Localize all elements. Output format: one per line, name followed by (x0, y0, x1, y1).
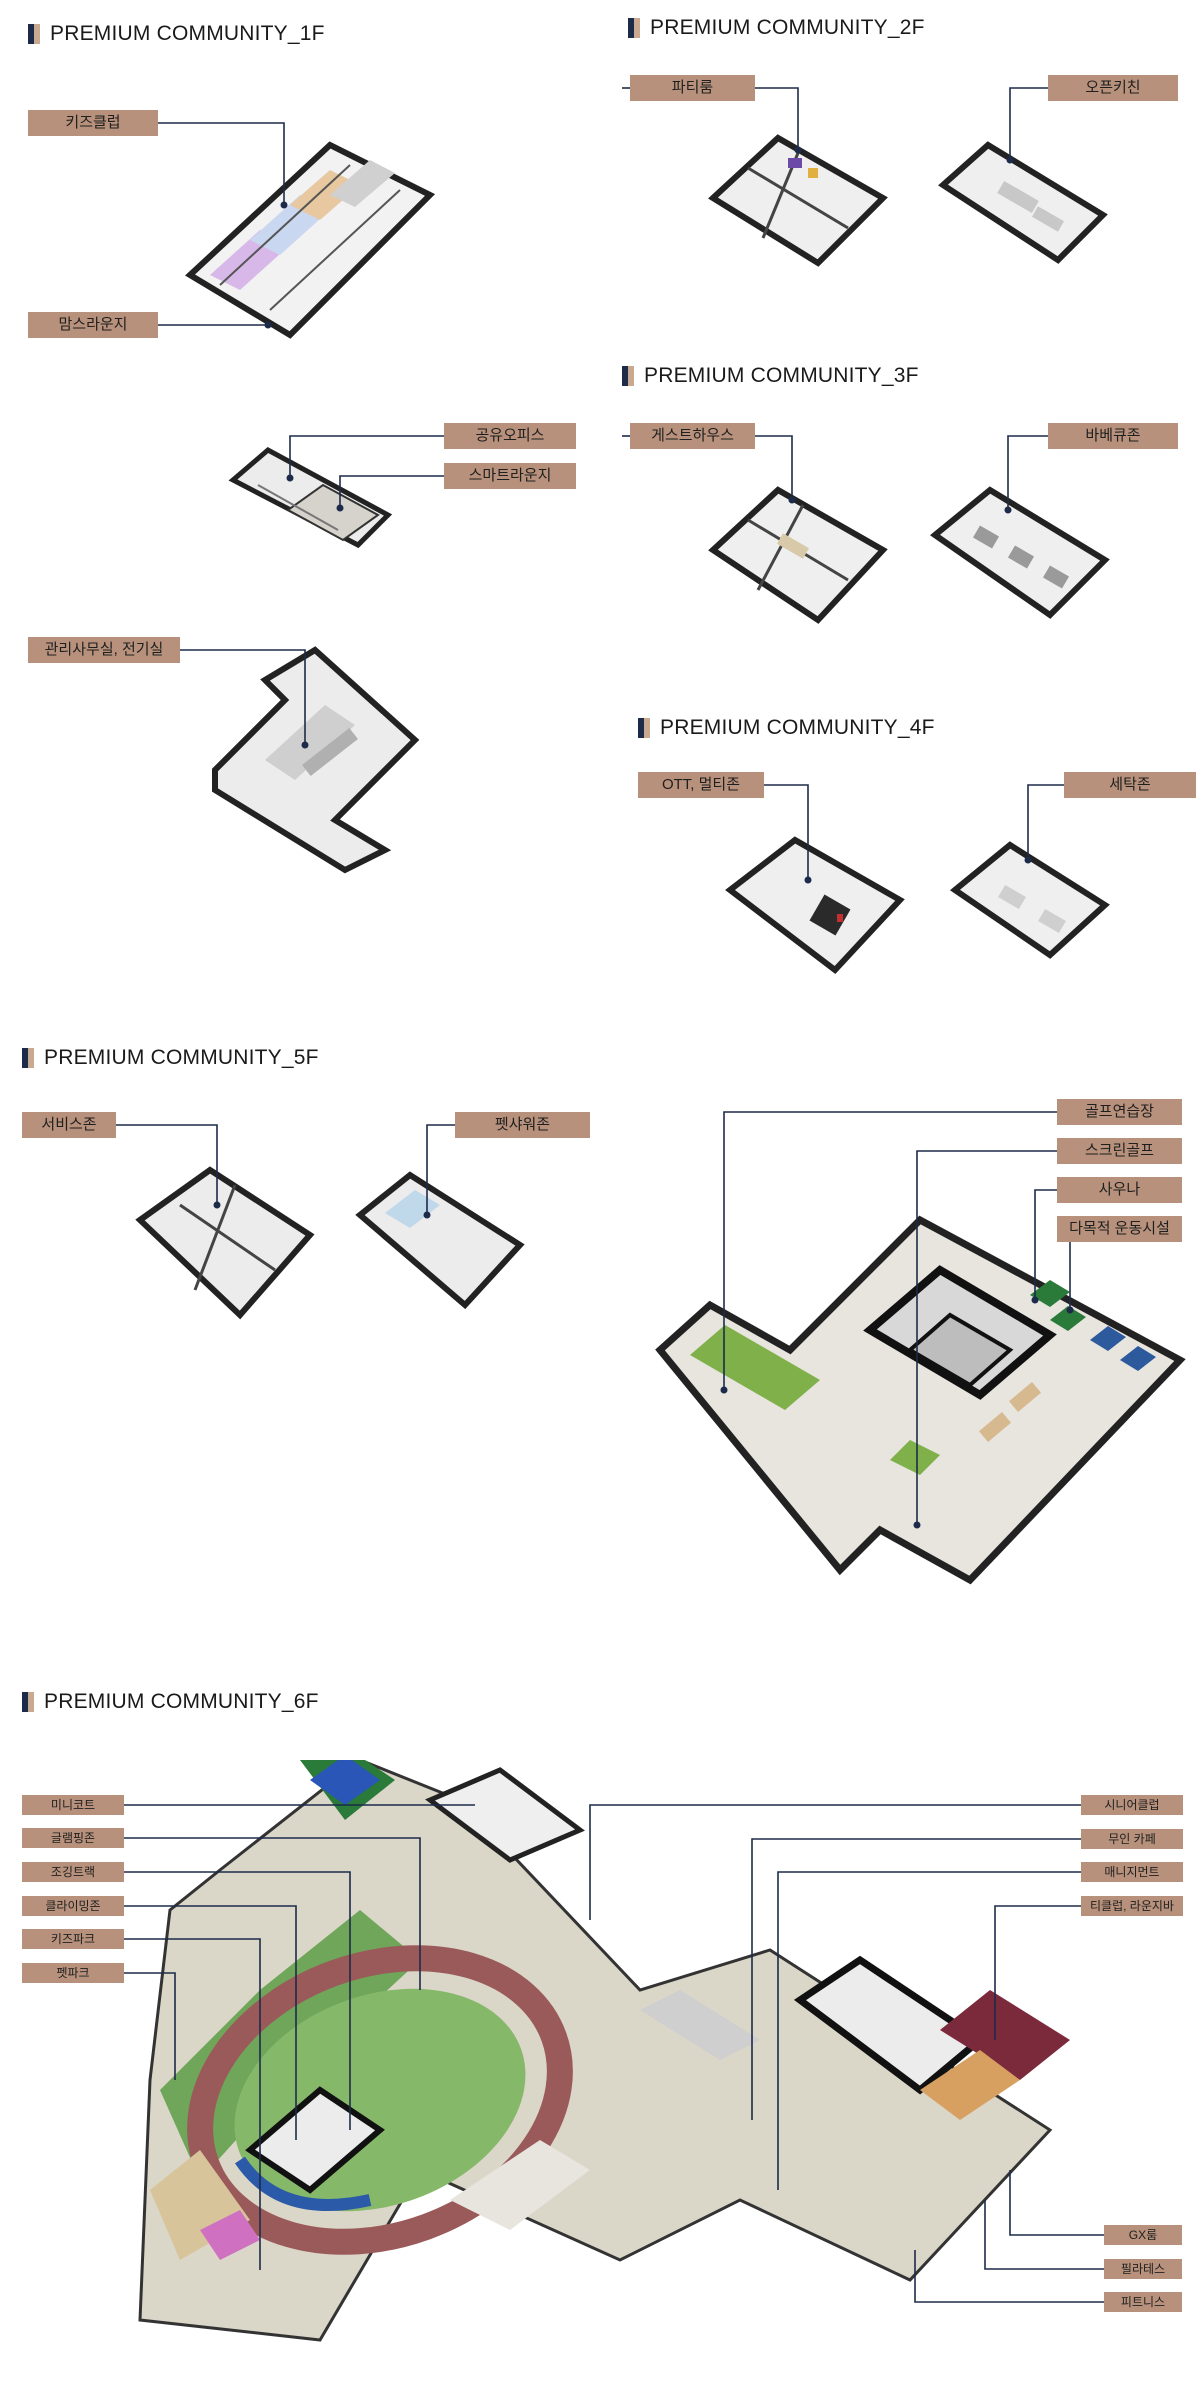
section-title-1f: PREMIUM COMMUNITY_1F (28, 22, 325, 46)
title-marker-icon (638, 718, 650, 738)
section-title-5f: PREMIUM COMMUNITY_5F (22, 1046, 319, 1070)
label-management: 매니지먼트 (1081, 1862, 1183, 1882)
label-shared-office: 공유오피스 (444, 423, 576, 449)
floor-plan-4f-laundry (950, 841, 1110, 959)
floor-plan-1f-kids (185, 141, 436, 339)
label-glamping-zone: 글램핑존 (22, 1828, 124, 1848)
label-climbing-zone: 클라이밍존 (22, 1896, 124, 1916)
floor-plan-2f-partyroom (708, 134, 888, 267)
label-golf-range: 골프연습장 (1057, 1099, 1182, 1125)
floor-title-3f: PREMIUM COMMUNITY_3F (644, 364, 919, 387)
title-marker-icon (22, 1692, 34, 1712)
title-marker-icon (22, 1048, 34, 1068)
floor-plan-6f-rooftop (138, 1760, 1070, 2342)
label-fitness: 피트니스 (1104, 2292, 1182, 2312)
title-marker-icon (622, 366, 634, 386)
floor-title-1f: PREMIUM COMMUNITY_1F (50, 22, 325, 45)
label-tea-club-lounge-bar: 티클럽, 라운지바 (1081, 1896, 1183, 1916)
label-admin-office: 관리사무실, 전기실 (28, 637, 180, 663)
floor-plan-5f-petshower (355, 1171, 525, 1310)
label-party-room: 파티룸 (630, 75, 755, 101)
section-title-3f: PREMIUM COMMUNITY_3F (622, 364, 919, 388)
floor-plan-5f-service (135, 1166, 315, 1320)
label-moms-lounge: 맘스라운지 (28, 312, 158, 338)
section-title-6f: PREMIUM COMMUNITY_6F (22, 1690, 319, 1714)
label-open-kitchen: 오픈키친 (1048, 75, 1178, 101)
label-sauna: 사우나 (1057, 1177, 1182, 1203)
label-screen-golf: 스크린골프 (1057, 1138, 1182, 1164)
label-pet-shower: 펫샤워존 (455, 1112, 590, 1138)
label-laundry: 세탁존 (1064, 772, 1196, 798)
label-smart-lounge: 스마트라운지 (444, 463, 576, 489)
title-marker-icon (628, 18, 640, 38)
label-ott-multi: OTT, 멀티존 (638, 772, 764, 798)
floor-plan-1f-admin (212, 646, 420, 874)
label-service-zone: 서비스존 (22, 1112, 116, 1138)
floor-plan-3f-guesthouse (708, 486, 888, 624)
floor-title-6f: PREMIUM COMMUNITY_6F (44, 1690, 319, 1713)
label-senior-club: 시니어클럽 (1081, 1795, 1183, 1815)
title-marker-icon (28, 24, 40, 44)
label-multipurpose-sports: 다목적 운동시설 (1057, 1216, 1182, 1242)
label-bbq-zone: 바베큐존 (1048, 423, 1178, 449)
floor-plan-5f-sports (655, 1215, 1186, 1585)
label-kids-club: 키즈클럽 (28, 110, 158, 136)
label-pet-park: 펫파크 (22, 1963, 124, 1983)
floor-title-5f: PREMIUM COMMUNITY_5F (44, 1046, 319, 1069)
floor-plan-2f-kitchen (938, 141, 1108, 264)
floor-title-2f: PREMIUM COMMUNITY_2F (650, 16, 925, 39)
section-title-2f: PREMIUM COMMUNITY_2F (628, 16, 925, 40)
label-jogging-track: 조깅트랙 (22, 1862, 124, 1882)
label-guest-house: 게스트하우스 (630, 423, 755, 449)
floor-plan-3f-bbq (930, 486, 1110, 619)
floor-title-4f: PREMIUM COMMUNITY_4F (660, 716, 935, 739)
label-unmanned-cafe: 무인 카페 (1081, 1829, 1183, 1849)
label-gx-room: GX룸 (1104, 2225, 1182, 2245)
section-title-4f: PREMIUM COMMUNITY_4F (638, 716, 935, 740)
label-pilates: 필라테스 (1104, 2259, 1182, 2279)
floor-plan-4f-ott (725, 836, 905, 975)
label-kids-park: 키즈파크 (22, 1929, 124, 1949)
label-mini-court: 미니코트 (22, 1795, 124, 1815)
floor-plan-1f-office (228, 446, 393, 549)
